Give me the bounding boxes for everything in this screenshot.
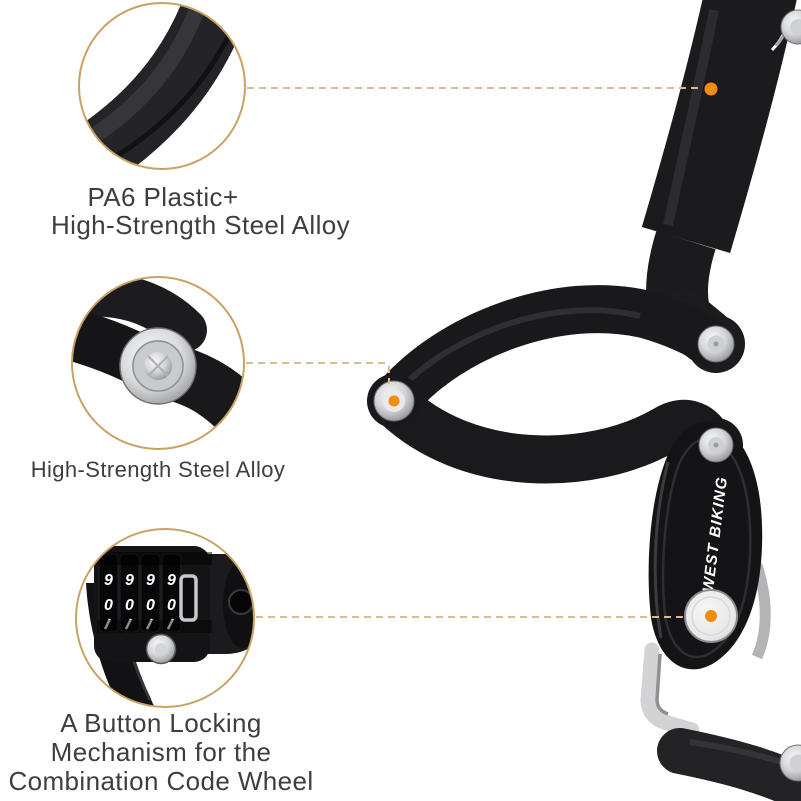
target-dot-middle [388,395,400,407]
label-steel-alloy: High-Strength Steel Alloy [30,457,286,482]
callout-circle-middle [71,276,245,450]
dial-digit: 0 [146,597,155,614]
target-dot-top [704,82,718,96]
dial-digit: 0 [167,597,176,614]
loop-sheen [401,307,641,388]
steel-hook [640,642,700,738]
label-pa6-plastic-line1: PA6 Plastic+ [87,182,239,212]
lock-arm-bottom [657,728,801,801]
folding-lock-product: WEST BIKING [367,0,801,801]
leader-line-middle [246,362,390,384]
rivet-top-right [770,9,801,52]
rivet-cross-joint [697,325,735,363]
combo-lock-keyhole [228,589,254,615]
label-button-locking-line2: Mechanism for the [50,737,272,767]
target-dot-bottom [705,610,717,622]
dial-digit: 9 [104,572,113,589]
shackle-chrome-edge [751,563,771,660]
callout-circle-top [78,2,246,170]
lock-arm-lower-loop [370,379,732,484]
dial-digit: 9 [146,572,155,589]
dial-tick-marks [103,618,175,630]
release-button-ring [691,596,731,636]
steel-hook-shade [655,653,669,716]
callout-ring-middle [71,276,245,450]
rivet-body-top [698,427,734,463]
callout-ring-bottom [75,528,255,708]
dial-digit: 0 [125,597,134,614]
lock-body-bevel [661,437,752,659]
callout-ring-top [78,2,246,170]
label-button-locking: A Button Locking Mechanism for the Combi… [0,709,322,796]
dial-digit: 0 [104,597,113,614]
label-pa6-plastic-line2: High-Strength Steel Alloy [50,210,351,240]
dial-digit: 9 [125,572,134,589]
combo-lock-latch-slot [179,574,198,622]
label-button-locking-line1: A Button Locking [60,708,262,738]
dial-digit: 9 [167,572,176,589]
arm-sheen [663,9,719,227]
lock-arm-top [641,0,797,253]
rivet-bottom-right [779,744,801,782]
zoom-rivet [119,327,197,405]
label-button-locking-line3: Combination Code Wheel [8,766,314,796]
combo-lock-button-center [155,643,167,655]
combination-dials: 9 9 9 9 0 0 0 0 [97,552,212,633]
lock-body-highlight [653,461,670,639]
leader-lines [246,87,699,618]
callout-circle-bottom: 9 9 9 9 0 0 0 0 [75,528,255,708]
